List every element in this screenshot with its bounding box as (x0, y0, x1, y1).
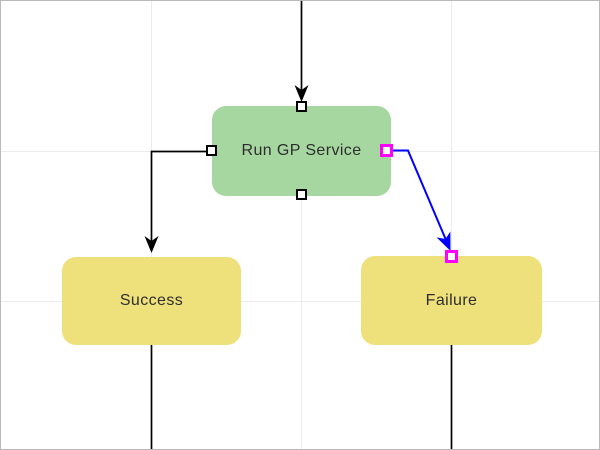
arrowhead (144, 236, 159, 253)
edge-run-gp-service-to-failure[interactable] (393, 149, 457, 254)
arrowhead (294, 85, 309, 102)
node-label: Success (119, 292, 184, 309)
selection-handle-run-gp-service-right[interactable] (380, 144, 393, 157)
edge-line[interactable] (150, 150, 213, 242)
node-success[interactable]: Success (62, 257, 241, 345)
edge-line[interactable] (393, 149, 447, 241)
node-label: Run GP Service (241, 142, 362, 159)
node-run-gp-service[interactable]: Run GP Service (212, 106, 391, 196)
port-run-gp-service-bottom[interactable] (296, 189, 307, 200)
node-label: Failure (425, 291, 478, 309)
selection-handle-failure-top[interactable] (445, 250, 458, 263)
edge-run-gp-service-to-success[interactable] (144, 150, 213, 254)
port-run-gp-service-top[interactable] (296, 101, 307, 112)
edge-into-run-gp-service[interactable] (294, 1, 309, 102)
arrowhead (436, 231, 451, 251)
node-failure[interactable]: Failure (361, 256, 542, 345)
port-run-gp-service-left[interactable] (206, 145, 217, 156)
